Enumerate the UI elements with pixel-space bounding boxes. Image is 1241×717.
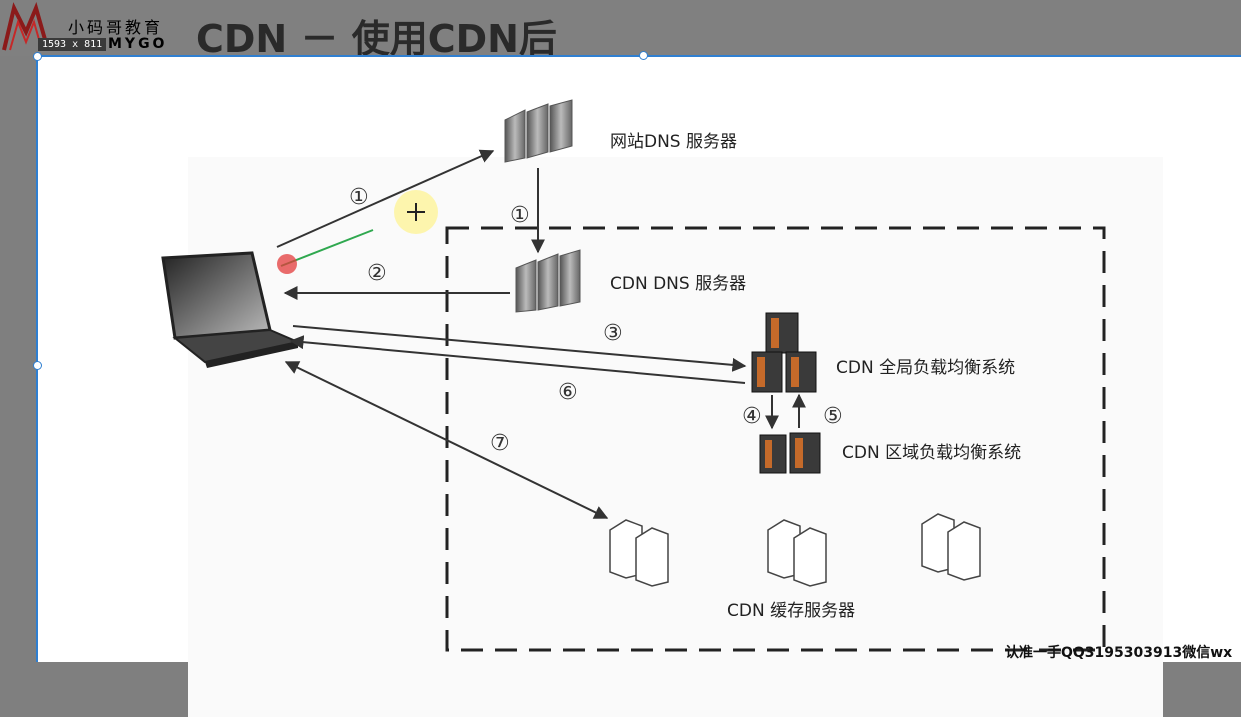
slide-title: CDN － 使用CDN后: [196, 17, 557, 61]
label-cache-server: CDN 缓存服务器: [727, 601, 856, 621]
logo-chinese-text: 小码哥教育: [68, 18, 164, 37]
resize-handle-top-left[interactable]: [33, 52, 42, 61]
step-7: ⑦: [490, 431, 510, 456]
label-site-dns-server: 网站DNS 服务器: [610, 132, 738, 152]
crosshair-cursor-icon: [407, 203, 425, 221]
cache-server-icon-1: [609, 519, 669, 587]
selection-size-badge: 1593 x 811: [38, 38, 107, 51]
logo-english-text: MYGO: [108, 36, 168, 52]
label-regional-load-balancer: CDN 区域负载均衡系统: [842, 443, 1022, 463]
watermark-text: 认准一手QQ3195303913微信wx: [1005, 645, 1233, 661]
laptop-client-icon: [161, 251, 302, 368]
label-cdn-dns-server: CDN DNS 服务器: [610, 274, 747, 294]
step-6: ⑥: [558, 380, 578, 405]
annotation-red-dot: [277, 254, 297, 274]
step-1-site-dns-to-cdn-dns: ①: [510, 203, 530, 228]
cdn-flow-diagram: [161, 99, 1106, 652]
step-1-laptop-to-site-dns: ①: [349, 185, 369, 210]
arrow-step7-laptop-cache: [284, 361, 609, 519]
label-global-load-balancer: CDN 全局负载均衡系统: [836, 358, 1016, 378]
site-dns-server-icon: [504, 99, 573, 163]
global-load-balancer-icon: [751, 312, 817, 393]
step-3: ③: [603, 321, 623, 346]
logo-mark-icon: [2, 2, 50, 51]
cdn-dns-server-icon: [515, 249, 581, 313]
step-4: ④: [742, 404, 762, 429]
slide-header-bar: 小码哥教育 MYGO CDN － 使用CDN后: [0, 0, 1241, 61]
arrow-step1-laptop-to-site-dns: [276, 149, 495, 248]
cache-server-icon-2: [767, 519, 827, 587]
step-2: ②: [367, 261, 387, 286]
resize-handle-middle-left[interactable]: [33, 361, 42, 370]
step-5: ⑤: [823, 404, 843, 429]
cache-server-icon-3: [921, 513, 981, 581]
arrow-step3-laptop-to-global-lb: [292, 325, 747, 372]
regional-load-balancer-icon: [759, 432, 821, 474]
annotation-green-stroke: [280, 229, 374, 267]
arrow-step6-global-lb-to-laptop: [289, 335, 746, 384]
resize-handle-top-middle[interactable]: [639, 51, 648, 60]
